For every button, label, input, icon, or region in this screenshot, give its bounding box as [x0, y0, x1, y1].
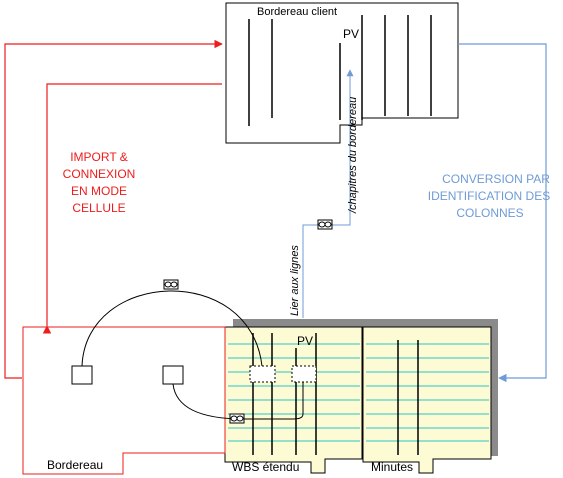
import-label-4: CELLULE — [72, 201, 125, 215]
conversion-label-1: CONVERSION PAR — [442, 172, 550, 186]
conversion-connector — [458, 43, 547, 383]
import-label-3: EN MODE — [71, 184, 127, 198]
conversion-label-2: IDENTIFICATION DES — [428, 189, 550, 203]
conversion-label-3: COLONNES — [456, 206, 523, 220]
highlight-cell-left — [249, 365, 276, 383]
import-label-2: CONNEXION — [63, 167, 136, 181]
bordereau-client-title: Bordereau client — [257, 6, 337, 18]
bordereau-client-box — [225, 2, 459, 144]
minutes-panel — [362, 326, 492, 474]
chapitres-label: /chapitres du bordereau — [347, 97, 359, 214]
pv-top-label: PV — [343, 27, 359, 41]
wbs-label: WBS étendu — [232, 460, 299, 474]
highlight-cell-right — [291, 365, 317, 383]
minutes-label: Minutes — [371, 460, 413, 474]
import-connector — [4, 39, 223, 379]
link-icon — [317, 219, 333, 230]
wbs-panel — [224, 326, 363, 474]
link-icon — [229, 413, 245, 424]
bordereau-label: Bordereau — [47, 458, 103, 472]
pv-bottom-label: PV — [297, 334, 313, 348]
import-label-1: IMPORT & — [70, 150, 128, 164]
bordereau-panel — [22, 326, 226, 475]
lier-lignes-label: Lier aux lignes — [289, 245, 301, 316]
link-icon — [163, 279, 179, 290]
